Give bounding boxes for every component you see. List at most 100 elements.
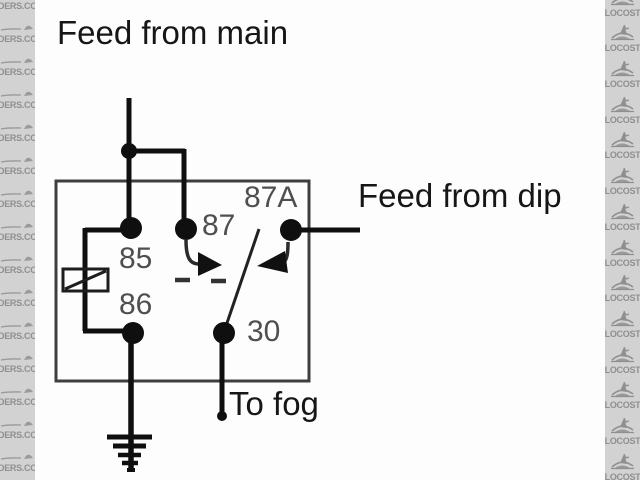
watermark-swoosh-icon [0,91,33,97]
watermark-tile: LOCOST [605,18,640,54]
locost-logo-icon [610,0,634,5]
watermark-text: LOCOST [605,221,640,232]
terminal-label-87a: 87A [244,181,298,214]
watermark-text: DERS.CO [0,34,35,44]
watermark-tile: DERS.CO [0,44,35,77]
watermark-text: LOCOST [605,114,640,125]
ground-symbol [107,333,152,472]
watermark-tile: DERS.CO [0,176,35,209]
watermark-swoosh-icon [0,388,33,394]
watermark-text: DERS.CO [0,430,35,440]
watermark-swoosh-icon [0,289,33,295]
switch-blade [225,228,261,324]
locost-logo-icon [610,453,634,469]
watermark-text: DERS.CO [0,364,35,374]
watermark-swoosh-icon [0,25,33,31]
watermark-tile: DERS.CO [0,341,35,374]
watermark-tile: LOCOST [605,125,640,161]
watermark-text: LOCOST [605,328,640,339]
watermark-swoosh-icon [0,157,33,163]
contact-arrow-87 [184,239,222,276]
watermark-tile: LOCOST [605,339,640,375]
watermark-swoosh-icon [0,124,33,130]
watermark-text: DERS.CO [0,199,35,209]
watermark-tile: LOCOST [605,53,640,89]
watermark-text: DERS.CO [0,331,35,341]
watermark-text: DERS.CO [0,100,35,110]
watermark-swoosh-icon [0,256,33,262]
watermark-text: LOCOST [605,257,640,268]
watermark-tile: LOCOST [605,89,640,125]
locost-logo-icon [610,96,634,112]
locost-logo-icon [610,25,634,41]
watermark-tile: DERS.CO [0,407,35,440]
watermark-text: LOCOST [605,471,640,480]
watermark-swoosh-icon [0,223,33,229]
contact-arrow-87a [257,241,290,273]
watermark-tile: LOCOST [605,446,640,480]
watermark-tile: LOCOST [605,0,640,18]
watermark-tile: DERS.CO [0,77,35,110]
locost-logo-icon [610,274,634,291]
watermark-text: LOCOST [605,150,640,161]
watermark-text: LOCOST [605,293,640,304]
terminal-dot-87a [280,219,302,241]
terminal-label-30: 30 [247,315,281,348]
watermark-tile: LOCOST [605,410,640,446]
watermark-strip-right: LOCOST LOCOST LOCOST [605,0,640,480]
watermark-text: LOCOST [605,79,640,90]
locost-logo-icon [610,203,634,219]
watermark-tile: DERS.CO [0,308,35,341]
watermark-tile: DERS.CO [0,0,35,11]
watermark-tile: DERS.CO [0,440,35,473]
coil-symbol [61,267,110,293]
watermark-text: LOCOST [605,43,640,54]
watermark-tile: DERS.CO [0,242,35,275]
feed-from-dip-label: Feed from dip [358,177,562,214]
terminal-label-86: 86 [119,288,153,321]
watermark-tile: DERS.CO [0,11,35,44]
terminal-label-85: 85 [119,242,153,275]
watermark-tile: DERS.CO [0,374,35,407]
watermark-text: LOCOST [605,400,640,411]
terminal-dot-86 [122,322,144,344]
locost-logo-icon [610,167,634,184]
watermark-swoosh-icon [0,421,33,427]
locost-logo-icon [610,239,634,255]
watermark-tile: LOCOST [605,303,640,339]
wire-feed-main [126,98,187,229]
watermark-text: DERS.CO [0,397,35,407]
watermark-text: LOCOST [605,435,640,446]
watermark-text: DERS.CO [0,232,35,242]
watermark-tile: DERS.CO [0,275,35,308]
locost-logo-icon [610,417,634,434]
watermark-tile: LOCOST [605,268,640,304]
locost-logo-icon [610,132,634,148]
watermark-tile: DERS.CO [0,209,35,242]
watermark-tile: LOCOST [605,375,640,411]
watermark-swoosh-icon [0,190,33,196]
watermark-text: LOCOST [605,7,640,18]
watermark-text: DERS.CO [0,166,35,176]
watermark-tile: DERS.CO [0,143,35,176]
watermark-text: LOCOST [605,186,640,197]
watermark-text: DERS.CO [0,133,35,143]
watermark-tile: LOCOST [605,232,640,268]
contact-dashes [175,277,226,284]
watermark-swoosh-icon [0,58,33,64]
watermark-text: DERS.CO [0,1,35,11]
locost-logo-icon [610,60,634,77]
terminal-dot-30 [213,322,235,344]
locost-logo-icon [610,381,634,398]
watermark-swoosh-icon [0,322,33,328]
watermark-swoosh-icon [0,355,33,361]
watermark-tile: LOCOST [605,196,640,232]
locost-logo-icon [610,310,634,326]
watermark-text: DERS.CO [0,463,35,473]
watermark-text: DERS.CO [0,265,35,275]
wire-to-fog [217,333,227,421]
watermark-tile: DERS.CO [0,110,35,143]
watermark-strip-left: DERS.CO DERS.CO DERS.CO DERS.CO [0,0,35,480]
